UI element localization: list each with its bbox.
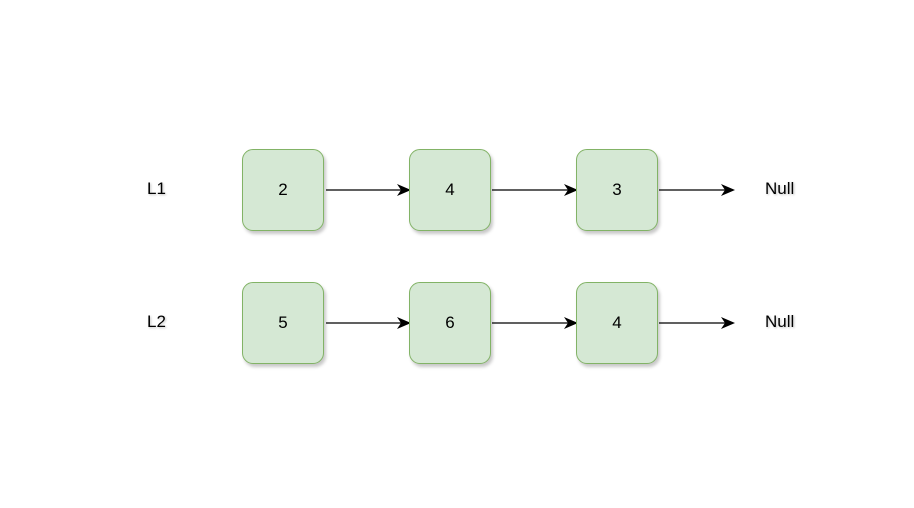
node-value: 6 (445, 313, 455, 332)
l2-node-1: 5 (242, 282, 324, 364)
node-value: 4 (445, 180, 455, 199)
l2-node-3: 4 (576, 282, 658, 364)
node-value: 3 (612, 180, 622, 199)
l1-node-3: 3 (576, 149, 658, 231)
l1-null-terminal: Null (765, 179, 795, 198)
list-label-l2: L2 (147, 312, 166, 331)
node-value: 5 (278, 313, 288, 332)
list-label-l1: L1 (147, 179, 166, 198)
l1-node-1: 2 (242, 149, 324, 231)
node-value: 2 (278, 180, 288, 199)
l2-null-terminal: Null (765, 312, 795, 331)
node-value: 4 (612, 313, 622, 332)
l2-node-2: 6 (409, 282, 491, 364)
l1-node-2: 4 (409, 149, 491, 231)
